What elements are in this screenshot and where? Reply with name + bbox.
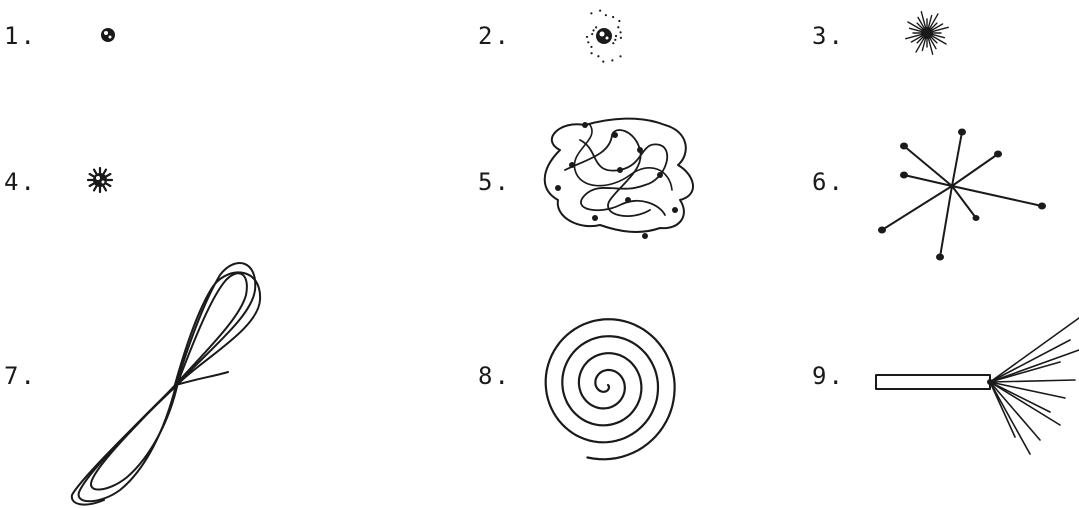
figure-eight-loop-drawing bbox=[72, 263, 260, 505]
blob-with-dots-drawing bbox=[586, 10, 622, 63]
starburst-drawing bbox=[906, 12, 949, 55]
small-blob-drawing bbox=[101, 28, 115, 42]
star-with-knobs-drawing bbox=[878, 129, 1046, 261]
rod-with-fibers-drawing bbox=[876, 318, 1079, 454]
spiral-drawing bbox=[546, 319, 675, 459]
spiky-blob-drawing bbox=[88, 168, 112, 192]
tangled-chain-drawing bbox=[545, 119, 693, 239]
